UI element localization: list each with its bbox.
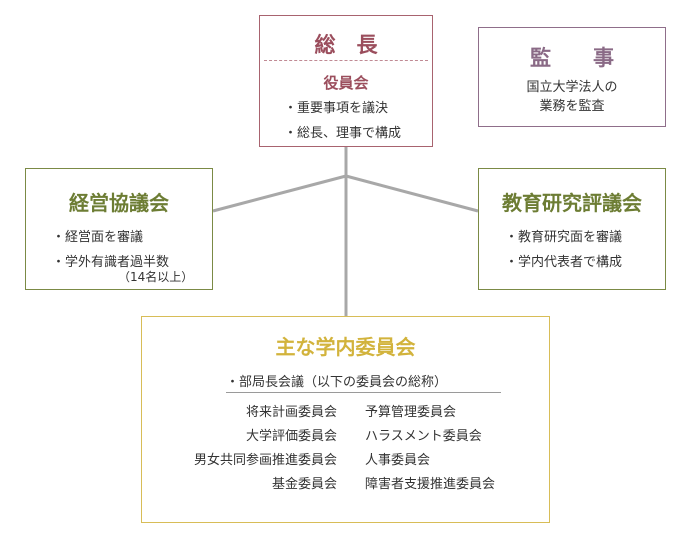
education-council-title: 教育研究評議会 bbox=[502, 191, 642, 215]
committees-lead: ・部局長会議（以下の委員会の総称） bbox=[226, 375, 448, 390]
committee-item: 基金委員会 bbox=[271, 477, 337, 492]
committee-item: 将来計画委員会 bbox=[245, 405, 337, 420]
committees-left-column: 将来計画委員会 大学評価委員会 男女共同参画推進委員会 基金委員会 bbox=[182, 401, 337, 497]
auditor-title: 監 事 bbox=[530, 46, 614, 70]
auditor-box: 監 事 国立大学法人の 業務を監査 bbox=[478, 27, 666, 127]
auditor-line: 業務を監査 bbox=[539, 99, 605, 114]
management-council-note: （14名以上） bbox=[118, 270, 194, 284]
management-council-item: ・学外有識者過半数 bbox=[52, 255, 170, 270]
auditor-line: 国立大学法人の bbox=[526, 80, 618, 95]
education-council-item: ・学内代表者で構成 bbox=[505, 255, 623, 270]
committee-item: ハラスメント委員会 bbox=[365, 429, 482, 444]
president-items: ・重要事項を議決 ・総長、理事で構成 bbox=[284, 96, 401, 146]
education-council-box: 教育研究評議会 ・教育研究面を審議 ・学内代表者で構成 bbox=[478, 168, 666, 290]
committees-divider bbox=[226, 392, 501, 393]
president-box: 総 長 役員会 ・重要事項を議決 ・総長、理事で構成 bbox=[259, 15, 433, 147]
education-council-items: ・教育研究面を審議 ・学内代表者で構成 bbox=[505, 225, 622, 275]
education-council-item: ・教育研究面を審議 bbox=[505, 230, 623, 245]
committee-item: 人事委員会 bbox=[365, 453, 431, 468]
committee-item: 男女共同参画推進委員会 bbox=[193, 453, 337, 468]
committees-title: 主な学内委員会 bbox=[275, 335, 416, 359]
management-council-box: 経営協議会 ・経営面を審議 ・学外有識者過半数 （14名以上） bbox=[25, 168, 213, 290]
management-council-title: 経営協議会 bbox=[69, 191, 169, 215]
president-item: ・総長、理事で構成 bbox=[284, 126, 402, 141]
management-council-item: ・経営面を審議 bbox=[52, 230, 144, 245]
president-divider bbox=[264, 60, 428, 61]
president-title: 総 長 bbox=[314, 33, 378, 57]
committee-item: 障害者支援推進委員会 bbox=[365, 477, 496, 492]
committees-right-column: 予算管理委員会 ハラスメント委員会 人事委員会 障害者支援推進委員会 bbox=[365, 401, 495, 497]
committees-box: 主な学内委員会 ・部局長会議（以下の委員会の総称） 将来計画委員会 大学評価委員… bbox=[141, 316, 550, 523]
management-council-items: ・経営面を審議 ・学外有識者過半数 bbox=[52, 225, 169, 275]
connector-to-education bbox=[345, 174, 479, 213]
connector-to-management bbox=[212, 174, 347, 213]
committee-item: 予算管理委員会 bbox=[365, 405, 457, 420]
auditor-description: 国立大学法人の 業務を監査 bbox=[479, 78, 665, 116]
president-item: ・重要事項を議決 bbox=[284, 101, 389, 116]
board-title: 役員会 bbox=[323, 74, 369, 92]
committee-item: 大学評価委員会 bbox=[245, 429, 337, 444]
